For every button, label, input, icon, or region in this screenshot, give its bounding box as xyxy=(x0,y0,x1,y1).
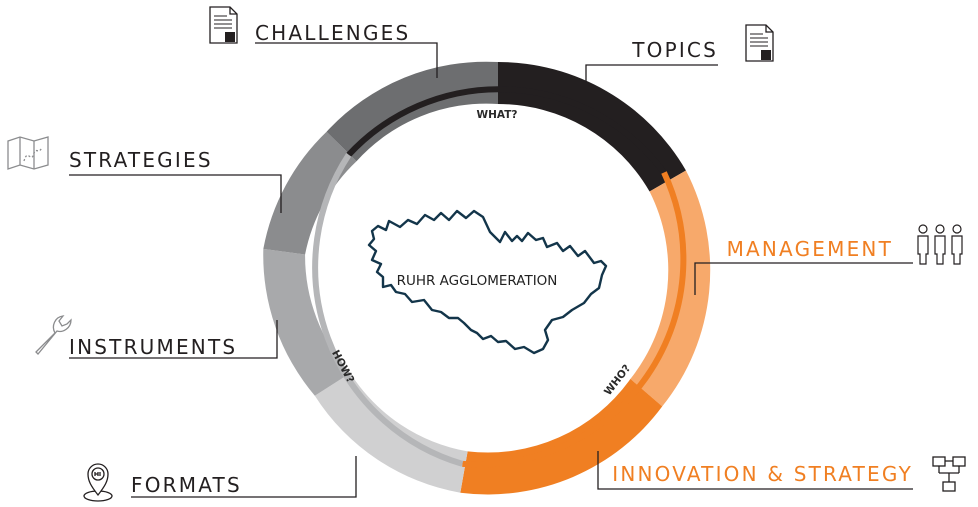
leader-lines xyxy=(69,42,913,498)
ring-label-what: WHAT? xyxy=(477,109,518,121)
label-challenges[interactable]: CHALLENGES xyxy=(255,21,410,45)
ruhr-map-outline xyxy=(367,209,608,355)
inner-ring-how xyxy=(312,153,464,467)
people-icon xyxy=(917,224,963,265)
leader-formats xyxy=(131,456,357,498)
inner-ring xyxy=(312,86,687,468)
ring-segment-instruments[interactable] xyxy=(263,248,351,396)
label-topics[interactable]: TOPICS xyxy=(631,38,718,62)
map-icon xyxy=(7,136,49,170)
leader-management xyxy=(694,262,913,295)
label-strategies[interactable]: STRATEGIES xyxy=(69,148,213,172)
network-icon xyxy=(932,456,966,492)
document-icon xyxy=(209,6,238,44)
document-icon xyxy=(745,24,774,62)
ring-segment-innovation[interactable] xyxy=(460,378,663,495)
ring-segment-strategies[interactable] xyxy=(263,131,357,255)
leader-topics xyxy=(585,64,718,83)
wrench-icon xyxy=(35,315,72,355)
outer-ring xyxy=(263,61,711,495)
leader-challenges xyxy=(255,42,438,78)
label-instruments[interactable]: INSTRUMENTS xyxy=(69,335,237,359)
ring-segment-topics[interactable] xyxy=(498,62,686,192)
leader-innovation xyxy=(597,451,913,490)
location-pin-icon xyxy=(83,463,113,502)
ring-segment-management[interactable] xyxy=(630,170,711,407)
leader-strategies xyxy=(69,174,282,213)
inner-ring-who xyxy=(462,171,687,468)
inner-ring-what xyxy=(346,86,667,175)
ring-segment-formats[interactable] xyxy=(314,373,468,493)
center-label: RUHR AGGLOMERATION xyxy=(397,273,558,289)
label-formats[interactable]: FORMATS xyxy=(131,473,242,497)
label-management[interactable]: MANAGEMENT xyxy=(727,237,893,261)
leader-instruments xyxy=(69,320,278,359)
label-innovation[interactable]: INNOVATION & STRATEGY xyxy=(612,462,913,486)
